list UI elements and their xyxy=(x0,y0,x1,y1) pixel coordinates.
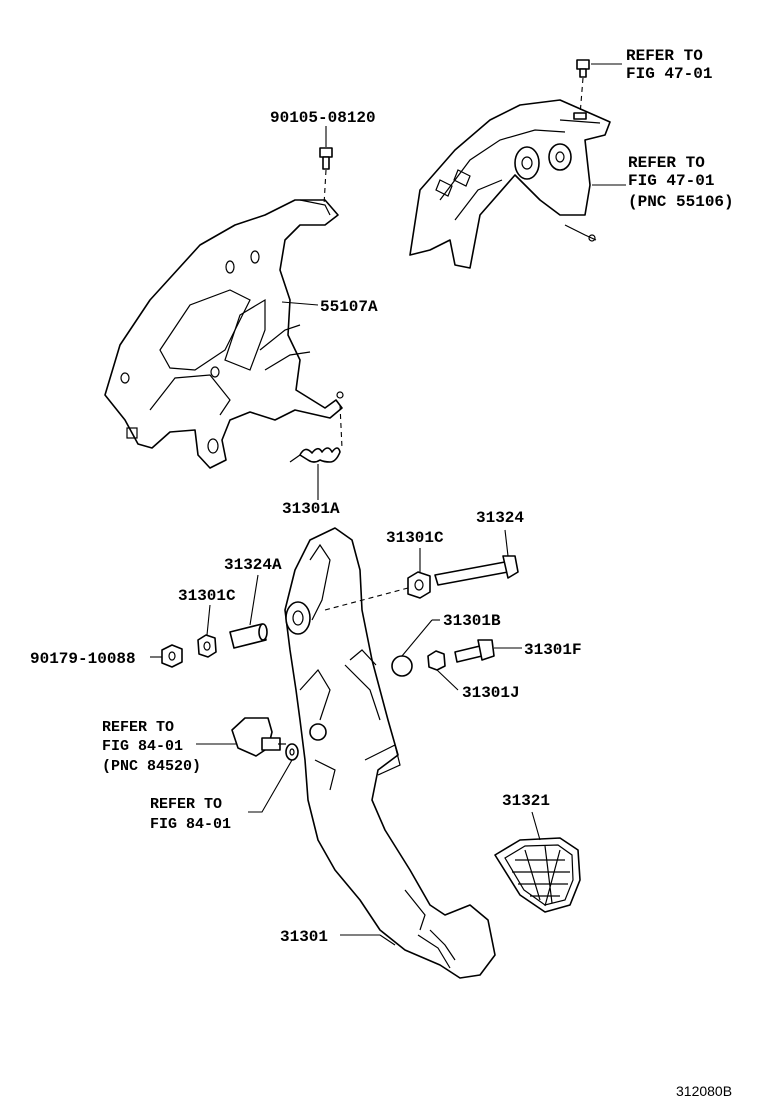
bush-31301C-left-icon xyxy=(197,604,217,658)
pedal-support-bracket-ref xyxy=(409,99,611,269)
label-31301C-right: 31301C xyxy=(386,529,444,547)
label-refer-84-2: FIG 84-01 xyxy=(150,816,231,833)
bolt-90105-08120-icon xyxy=(319,126,333,206)
label-90179-10088: 90179-10088 xyxy=(30,650,136,668)
label-refer-47-pnc-3: (PNC 55106) xyxy=(628,193,734,211)
label-31324: 31324 xyxy=(476,509,524,527)
figure-id: 312080B xyxy=(676,1083,732,1099)
label-90105-08120: 90105-08120 xyxy=(270,109,376,127)
nut-31301C-right-icon xyxy=(407,548,431,599)
label-31301B: 31301B xyxy=(443,612,501,630)
switch-nut-icon xyxy=(248,743,299,813)
stop-lamp-switch-icon xyxy=(196,717,286,757)
pedal-pad-31321-icon xyxy=(494,811,581,913)
label-31301C-left: 31301C xyxy=(178,587,236,605)
spring-31301A-icon xyxy=(289,404,343,500)
label-refer-84-1: REFER TO xyxy=(150,796,222,813)
nut-90179-10088-icon xyxy=(150,644,183,668)
label-refer-47-top-1: REFER TO xyxy=(626,47,703,65)
label-refer-47-pnc-1: REFER TO xyxy=(628,154,705,172)
label-31301A: 31301A xyxy=(282,500,340,518)
bolt-ref-47-icon xyxy=(573,59,622,120)
label-refer-84-pnc-2: FIG 84-01 xyxy=(102,738,183,755)
brake-pedal-31301 xyxy=(284,527,496,979)
leader-55107A xyxy=(281,301,319,306)
label-31324A: 31324A xyxy=(224,556,282,574)
label-31321: 31321 xyxy=(502,792,550,810)
label-refer-47-top-2: FIG 47-01 xyxy=(626,65,712,83)
label-55107A: 55107A xyxy=(320,298,378,316)
label-refer-84-pnc-1: REFER TO xyxy=(102,719,174,736)
label-refer-47-pnc-2: FIG 47-01 xyxy=(628,172,714,190)
label-refer-84-pnc-3: (PNC 84520) xyxy=(102,758,201,775)
label-31301F: 31301F xyxy=(524,641,582,659)
bolt-31324-icon xyxy=(434,529,519,586)
label-31301: 31301 xyxy=(280,928,328,946)
label-31301J: 31301J xyxy=(462,684,520,702)
nut-31301J-icon xyxy=(427,650,459,691)
bracket-55107A xyxy=(104,199,344,469)
stopper-31301B-icon xyxy=(391,619,440,677)
collar-31324A-icon xyxy=(229,574,268,649)
bolt-31301F-icon xyxy=(454,639,522,663)
